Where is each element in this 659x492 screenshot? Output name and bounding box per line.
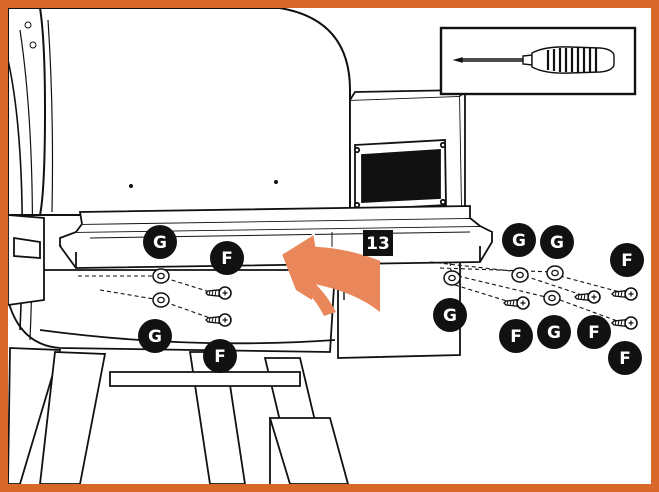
callout-f: F [499, 319, 533, 353]
grill-stand [8, 347, 349, 484]
washer [443, 270, 461, 286]
washer [152, 268, 170, 284]
alignment-lines [78, 261, 621, 323]
washer [511, 267, 529, 283]
svg-text:G: G [443, 306, 457, 326]
svg-text:F: F [214, 347, 226, 367]
svg-text:G: G [512, 231, 526, 251]
svg-text:F: F [510, 327, 522, 347]
svg-text:F: F [619, 349, 631, 369]
callout-f: F [203, 339, 237, 373]
callout-f: F [610, 243, 644, 277]
callout-f: F [608, 341, 642, 375]
callout-g: G [143, 225, 177, 259]
screwdriver-icon [452, 46, 615, 74]
callout-g: G [138, 319, 172, 353]
tool-inset [439, 26, 637, 96]
washer [546, 265, 564, 281]
callout-g: G [502, 223, 536, 257]
callout-g: G [540, 225, 574, 259]
grill-lower-body [8, 269, 336, 353]
part-callouts: G F G F G G F [138, 223, 644, 375]
svg-text:G: G [547, 323, 561, 343]
svg-text:G: G [148, 327, 162, 347]
step-badge: 13 [363, 230, 393, 256]
svg-text:F: F [621, 251, 633, 271]
svg-text:G: G [550, 233, 564, 253]
svg-text:F: F [221, 249, 233, 269]
washer [543, 290, 561, 306]
callout-f: F [577, 315, 611, 349]
grill-barrel [8, 8, 351, 341]
callout-f: F [210, 241, 244, 275]
callout-g: G [433, 298, 467, 332]
svg-text:G: G [153, 233, 167, 253]
washer [152, 292, 170, 308]
callout-g: G [537, 315, 571, 349]
step-number: 13 [366, 234, 390, 254]
svg-text:F: F [588, 323, 600, 343]
direction-arrow [281, 232, 381, 316]
left-side-panel [8, 214, 45, 306]
